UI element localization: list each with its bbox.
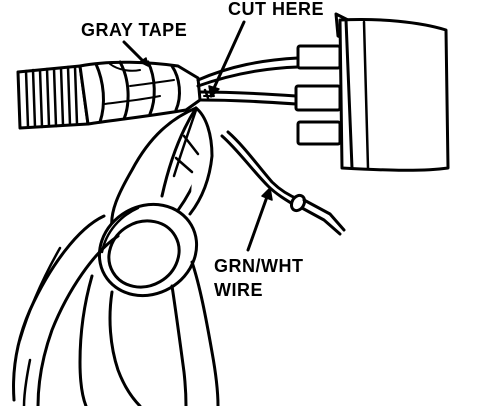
diagonal-cutters xyxy=(12,106,220,406)
grn-wht-wire xyxy=(220,130,346,236)
gray-tape-label: GRAY TAPE xyxy=(81,20,188,40)
cut-here-leader xyxy=(208,20,246,98)
grn-wht-leader xyxy=(246,187,273,252)
wire-leads xyxy=(196,56,300,106)
wire-label: WIRE xyxy=(214,280,263,300)
grn-wht-label: GRN/WHT xyxy=(214,256,304,276)
gray-tape-leader xyxy=(122,40,149,67)
connector xyxy=(294,12,450,172)
cut-here-label: CUT HERE xyxy=(228,0,325,19)
corrugated-conduit xyxy=(16,64,90,130)
